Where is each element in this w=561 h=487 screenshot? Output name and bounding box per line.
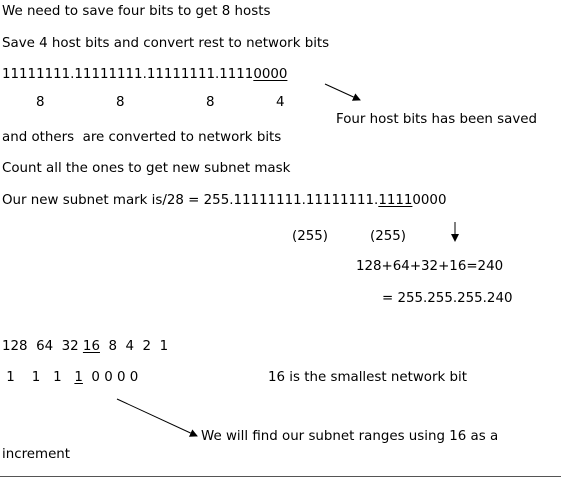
line-save-host-bits: Save 4 host bits and convert rest to net…: [2, 36, 330, 51]
line-final-mask: = 255.255.255.240: [382, 291, 513, 306]
line-count-ones: Count all the ones to get new subnet mas…: [2, 161, 291, 176]
bit-values-right: 8 4 2 1: [99, 339, 169, 354]
bit-flag-16: 1: [74, 370, 83, 385]
bottom-divider: [0, 476, 561, 477]
line-sum-calculation: 128+64+32+16=240: [356, 259, 504, 274]
bit-count-octet-2: 8: [116, 95, 125, 110]
octet-value-3: (255): [370, 229, 407, 244]
octet-value-2: (255): [292, 229, 329, 244]
note-subnet-ranges: We will find our subnet ranges using 16 …: [201, 429, 499, 444]
bit-count-octet-3: 8: [206, 95, 215, 110]
bit-values-left: 128 64 32: [2, 339, 83, 354]
line-save-four-bits: We need to save four bits to get 8 hosts: [2, 4, 271, 19]
binary-mask-network: 11111111.11111111.11111111.1111: [2, 67, 254, 82]
line-others-converted: and others are converted to network bits: [2, 130, 282, 145]
arrow-to-subnet-ranges-note: [116, 398, 198, 437]
bit-count-octet-4: 4: [276, 95, 285, 110]
bit-value-16: 16: [82, 339, 100, 354]
bit-count-octet-1: 8: [36, 95, 45, 110]
subnet-mask-host-bits: 0000: [412, 193, 447, 208]
arrow-to-host-bits-note: [324, 83, 361, 101]
note-host-bits-saved: Four host bits has been saved: [336, 112, 538, 127]
line-new-subnet-mask: Our new subnet mark is/28 = 255.11111111…: [2, 193, 446, 209]
line-binary-mask: 11111111.11111111.11111111.11110000: [2, 67, 287, 83]
note-increment: increment: [2, 447, 71, 462]
subnet-mask-network-bits: 1111: [378, 193, 413, 208]
subnet-mask-prefix: Our new subnet mark is/28 = 255.11111111…: [2, 193, 379, 208]
line-bit-flags: 1 1 1 1 0 0 0 0: [2, 370, 138, 386]
binary-mask-host-bits: 0000: [253, 67, 288, 82]
bit-flags-right: 0 0 0 0: [82, 370, 139, 385]
bit-flags-left: 1 1 1: [2, 370, 75, 385]
line-bit-values: 128 64 32 16 8 4 2 1: [2, 339, 168, 355]
note-smallest-network-bit: 16 is the smallest network bit: [268, 370, 467, 385]
